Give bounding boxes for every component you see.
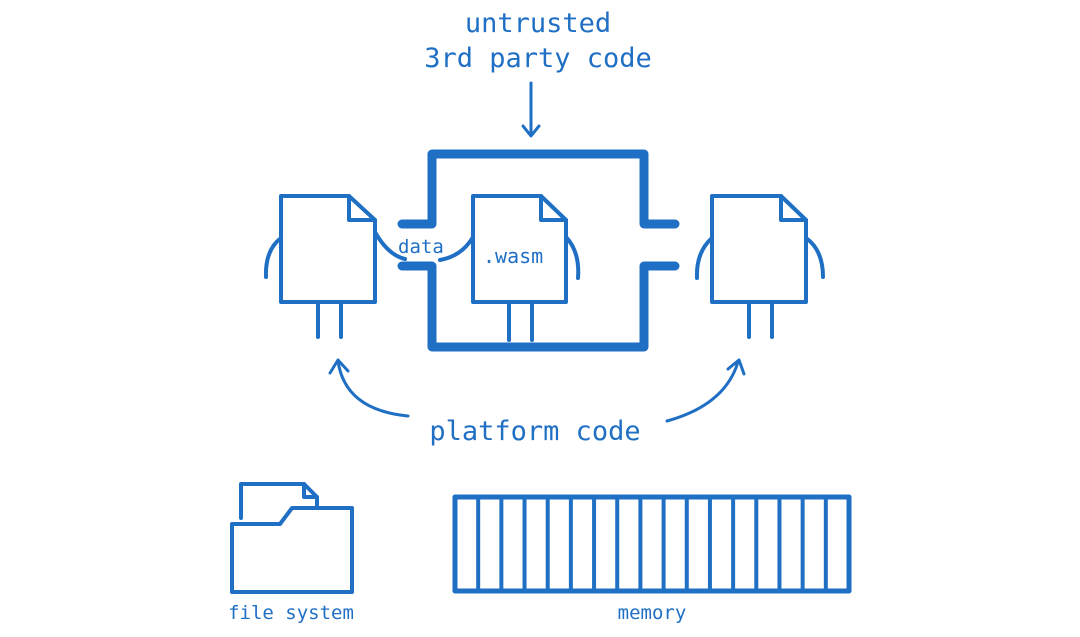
data-label: data — [398, 236, 444, 258]
folder-icon — [230, 482, 354, 594]
platform-code-label: platform code — [429, 416, 640, 447]
wasm-document-icon — [438, 194, 581, 342]
memory-icon — [452, 494, 852, 594]
memory-label: memory — [618, 602, 687, 624]
file-system-label: file system — [228, 602, 354, 624]
left-document-icon — [263, 194, 407, 339]
right-document-icon — [694, 194, 825, 339]
title-line-1: untrusted — [465, 8, 611, 39]
right-curved-arrow-icon — [665, 358, 746, 423]
left-curved-arrow-icon — [328, 358, 410, 418]
wasm-label: .wasm — [483, 244, 543, 268]
down-arrow-icon — [521, 81, 541, 138]
sandbox-box — [397, 149, 680, 352]
title-line-2: 3rd party code — [424, 43, 652, 74]
